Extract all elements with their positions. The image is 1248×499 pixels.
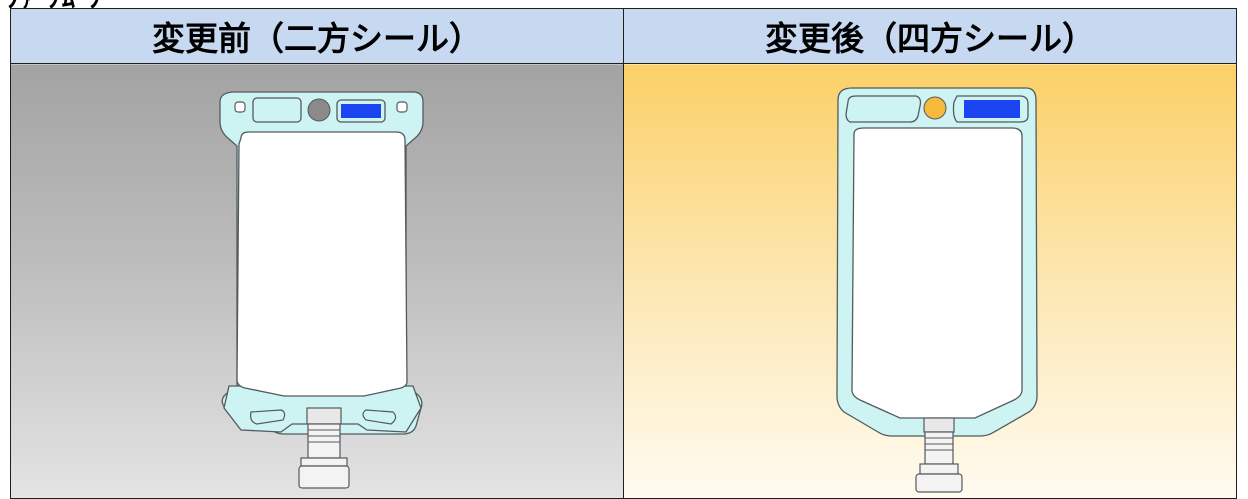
label-window	[845, 95, 922, 123]
bag-two-side-seal	[219, 91, 424, 489]
label-window	[252, 97, 302, 123]
header-before: 変更前（二方シール）	[10, 8, 624, 64]
port-base	[298, 465, 350, 489]
accent-circle	[307, 98, 331, 122]
port-cap	[919, 463, 959, 475]
bottom-slot-left	[250, 409, 286, 425]
accent-circle	[923, 96, 947, 120]
comparison-table: 変更前（二方シール） 変更後（四方シール）	[10, 8, 1237, 499]
bag-body	[851, 127, 1023, 419]
port-base	[915, 473, 963, 493]
port-stem	[924, 431, 954, 465]
bottom-slot-right	[362, 409, 397, 425]
top-text: ﾌｧ ﾌﾑ ﾌﾟ	[6, 0, 116, 8]
panel-before	[10, 63, 624, 499]
top-text-fragment: ﾌｧ ﾌﾑ ﾌﾟ	[0, 0, 1248, 8]
bag-four-side-seal	[836, 87, 1038, 493]
port-stem	[307, 423, 341, 459]
header-after: 変更後（四方シール）	[623, 8, 1237, 64]
port-neck	[306, 407, 342, 425]
blue-label	[964, 100, 1020, 118]
port-cap	[300, 457, 348, 467]
hanger-slot-left	[234, 101, 246, 113]
port-neck	[923, 417, 955, 433]
blue-label	[341, 104, 381, 118]
bag-body	[236, 131, 408, 397]
panel-after	[623, 63, 1237, 499]
hanger-slot-right	[396, 101, 408, 113]
